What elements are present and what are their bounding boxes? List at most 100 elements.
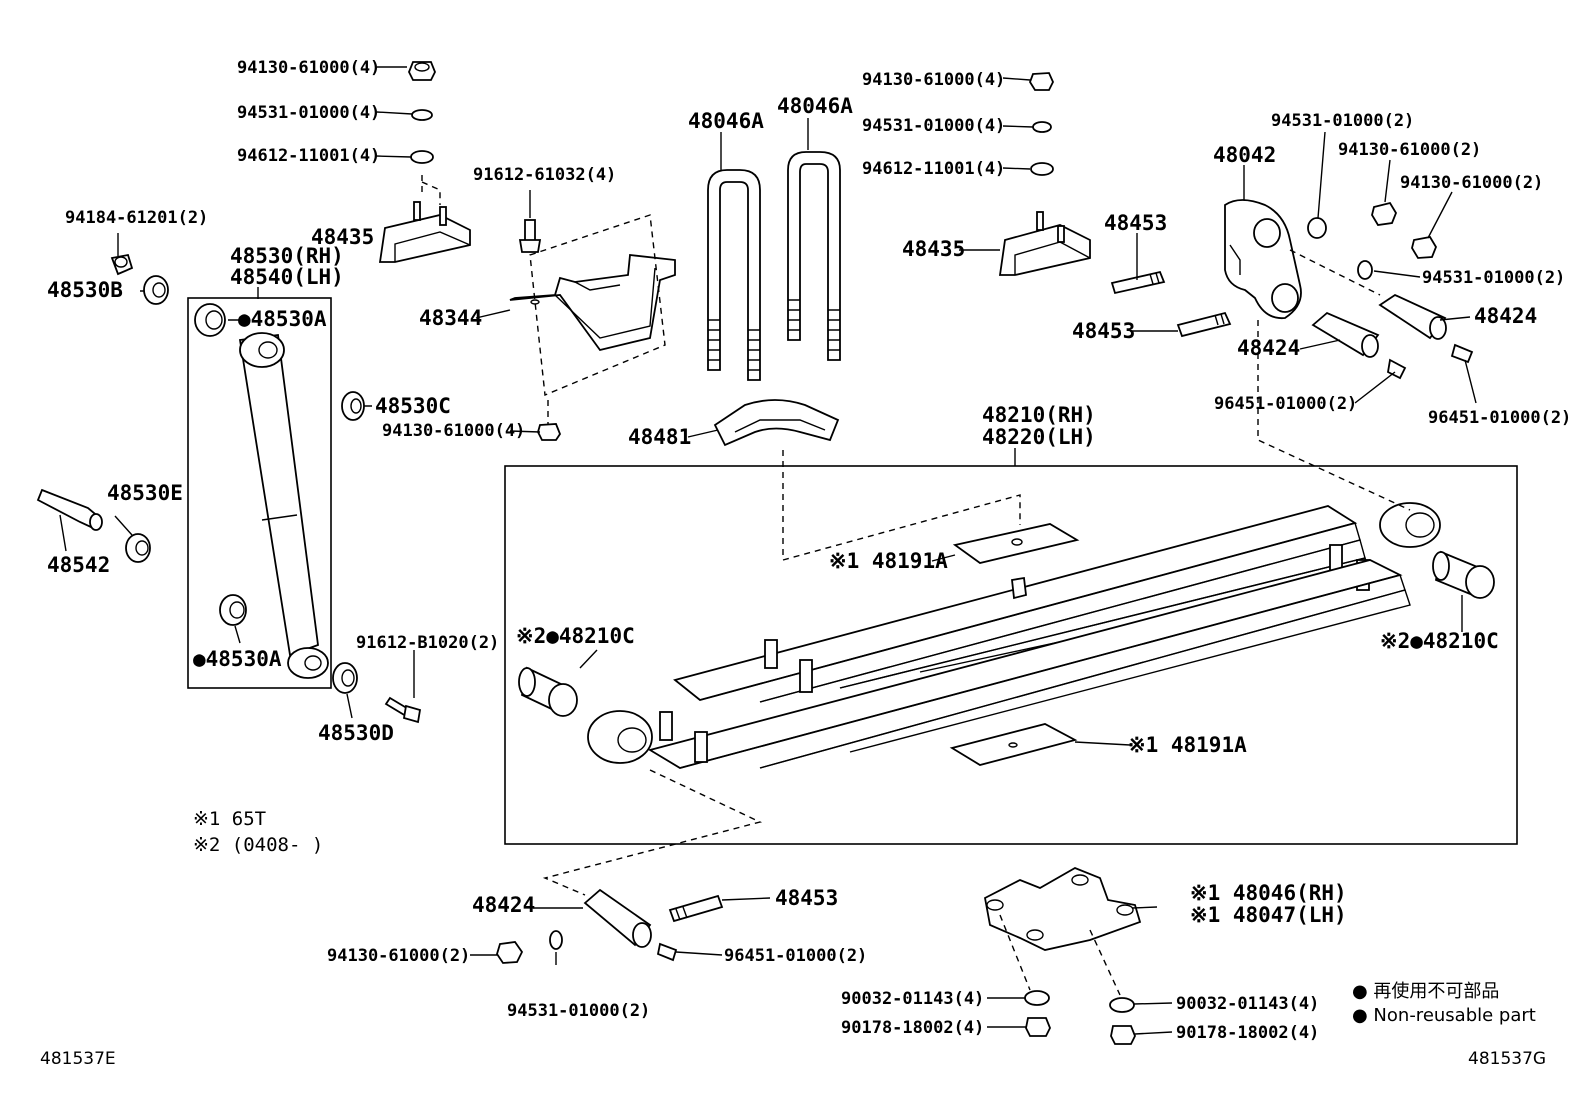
label-spring-lh: 48220(LH)	[982, 425, 1096, 449]
washer-94531-right-b-part[interactable]	[1357, 260, 1373, 280]
bushing-48530b-part[interactable]	[143, 275, 169, 305]
bushing-48530c-part[interactable]	[341, 391, 365, 421]
bolt-91612-b1020-part[interactable]	[384, 696, 422, 724]
spring-seat-48046-part[interactable]	[983, 867, 1142, 951]
label-washer-94612-top-right: 94612-11001(4)	[862, 159, 1005, 179]
washer-94612-top-right-part[interactable]	[1030, 162, 1054, 176]
bushing-48210c-right-part[interactable]	[1432, 550, 1495, 599]
pin-48424-right-a-part[interactable]	[1378, 293, 1447, 340]
bracket-48435-left-part[interactable]	[378, 201, 471, 263]
bracket-48435-right-part[interactable]	[998, 211, 1091, 276]
plate-48191a-bottom-part[interactable]	[949, 723, 1078, 766]
bolt-91612-61032-part[interactable]	[518, 219, 542, 253]
stud-48542-part[interactable]	[36, 488, 103, 531]
label-washer-94531-bottom: 94531-01000(2)	[507, 1001, 650, 1021]
label-bushing-48530e: 48530E	[107, 481, 183, 505]
u-bolt-48046a-1-part[interactable]	[707, 169, 761, 381]
label-seat-48046-rh: ※1 48046(RH)	[1190, 881, 1347, 905]
label-bushing-48530d: 48530D	[318, 721, 394, 745]
bushing-48530d-part[interactable]	[332, 662, 358, 694]
bushing-48530e-part[interactable]	[125, 533, 151, 563]
label-washer-94612-top-left: 94612-11001(4)	[237, 146, 380, 166]
label-washer-90032-left: 90032-01143(4)	[841, 989, 984, 1009]
label-washer-90032-right: 90032-01143(4)	[1176, 994, 1319, 1014]
label-washer-94531-right-b: 94531-01000(2)	[1422, 268, 1565, 288]
pin-48424-bottom-part[interactable]	[583, 888, 652, 948]
bushing-48530a-top-part[interactable]	[194, 303, 226, 337]
label-u-bolt-48046a-1: 48046A	[688, 109, 764, 133]
nut-94130-right-a-part[interactable]	[1371, 201, 1398, 226]
bushing-48210c-left-part[interactable]	[518, 666, 578, 717]
label-pin-48424-bottom: 48424	[472, 893, 535, 917]
code-bottom-left: 481537E	[40, 1049, 116, 1069]
washer-90032-left-part[interactable]	[1024, 990, 1050, 1006]
fitting-96451-bottom-part[interactable]	[656, 942, 678, 962]
label-plate-48191a-bottom: ※1 48191A	[1128, 733, 1247, 757]
nut-94130-top-left-part[interactable]	[408, 61, 436, 81]
guide-seat-washers	[999, 914, 1121, 996]
fitting-96451-b-part[interactable]	[1450, 343, 1474, 364]
nut-94184-part[interactable]	[110, 253, 134, 276]
label-bracket-48435-right: 48435	[902, 237, 965, 261]
washer-94612-top-left-part[interactable]	[410, 150, 434, 164]
nut-90178-left-part[interactable]	[1025, 1017, 1051, 1037]
u-bolt-48046a-2-part[interactable]	[787, 151, 841, 361]
plate-48191a-top-part[interactable]	[952, 523, 1080, 564]
nut-94130-top-right-part[interactable]	[1029, 72, 1054, 91]
nut-94130-bottom-part[interactable]	[496, 941, 524, 964]
spring-seat-48344-part[interactable]	[509, 254, 676, 352]
pin-48424-right-b-part[interactable]	[1311, 311, 1380, 358]
washer-94531-bottom-part[interactable]	[549, 930, 563, 950]
label-bracket-48435-left: 48435	[311, 225, 374, 249]
label-bushing-48210c-left: ※2●48210C	[516, 624, 635, 648]
label-washer-94531-top-right: 94531-01000(4)	[862, 116, 1005, 136]
nut-94130-right-b-part[interactable]	[1411, 236, 1438, 259]
guide-spring-eye-to-pin	[542, 769, 763, 896]
label-bushing-48210c-right: ※2●48210C	[1380, 629, 1499, 653]
label-pin-48424-a: 48424	[1474, 304, 1537, 328]
label-bolt-91612-b1020: 91612-B1020(2)	[356, 633, 499, 653]
label-nut-90178-left: 90178-18002(4)	[841, 1018, 984, 1038]
shackle-48042-part[interactable]	[1224, 199, 1302, 320]
legend-jp: ● 再使用不可部品	[1352, 981, 1499, 1002]
washer-94531-top-left-part[interactable]	[411, 109, 433, 121]
label-pin-48424-b: 48424	[1237, 336, 1300, 360]
label-pin-48453-a: 48453	[1104, 211, 1167, 235]
code-bottom-right: 481537G	[1468, 1049, 1546, 1069]
leaf-spring-lower-part[interactable]	[587, 559, 1411, 769]
label-bushing-48530a-bottom: ●48530A	[193, 647, 282, 671]
leaf-spring-group-frame	[504, 465, 1518, 845]
legend-en: ● Non-reusable part	[1352, 1005, 1536, 1026]
label-bushing-48530c: 48530C	[375, 394, 451, 418]
pin-48453-bottom-part[interactable]	[668, 894, 724, 923]
pin-48453-right-top-part[interactable]	[1110, 270, 1166, 295]
washer-94531-top-right-part[interactable]	[1032, 121, 1052, 133]
shock-absorber-part[interactable]	[238, 332, 329, 679]
guide-shackle-pins	[1289, 249, 1381, 296]
label-pin-48453-b: 48453	[1072, 319, 1135, 343]
washer-90032-right-part[interactable]	[1109, 997, 1135, 1013]
label-nut-94130-top-right: 94130-61000(4)	[862, 70, 1005, 90]
label-seat-48047-lh: ※1 48047(LH)	[1190, 903, 1347, 927]
pad-48481-part[interactable]	[713, 399, 840, 447]
label-bushing-48530a-top: ●48530A	[238, 307, 327, 331]
label-plate-48191a-top: ※1 48191A	[829, 549, 948, 573]
bushing-48530a-bottom-part[interactable]	[219, 594, 247, 626]
label-u-bolt-48046a-2: 48046A	[777, 94, 853, 118]
guide-line-left-stud	[421, 175, 441, 205]
center-bolt-part[interactable]	[1011, 576, 1027, 600]
nut-90178-right-part[interactable]	[1110, 1025, 1136, 1045]
label-spring-rh: 48210(RH)	[982, 403, 1096, 427]
pin-48453-right-bottom-part[interactable]	[1176, 311, 1232, 338]
label-stud-48542: 48542	[47, 553, 110, 577]
label-washer-94531-top-left: 94531-01000(4)	[237, 103, 380, 123]
note-1: ※1 65T	[193, 808, 266, 830]
washer-94531-right-a-part[interactable]	[1307, 217, 1327, 239]
leaf-spring-upper-part[interactable]	[673, 502, 1441, 703]
label-nut-94130-bottom: 94130-61000(2)	[327, 946, 470, 966]
label-fitting-96451-b: 96451-01000(2)	[1428, 408, 1571, 428]
nut-94130-mid-part[interactable]	[537, 423, 562, 441]
leader-lines	[59, 66, 1477, 1035]
label-shackle-48042: 48042	[1213, 143, 1276, 167]
